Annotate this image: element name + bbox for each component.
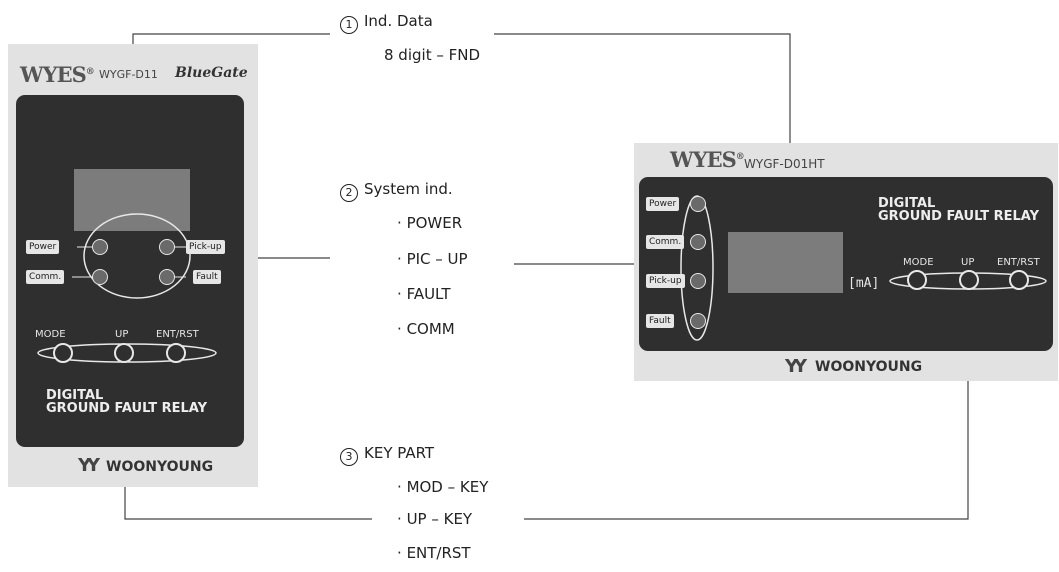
led-label-power: Power (646, 197, 680, 211)
pickup-led (690, 273, 706, 289)
wyes-logo: WYES® (670, 147, 745, 172)
key-label-ent-rst: ENT/RST (997, 257, 1040, 268)
fault-led (690, 313, 706, 329)
fault-led (159, 269, 175, 285)
comm-led (690, 234, 706, 250)
woonyoung-logo-icon: YY (78, 455, 100, 476)
panel-title-line2: GROUND FAULT RELAY (46, 401, 208, 416)
brand-name: BlueGate (175, 65, 248, 81)
annotation-key-item-mode: · MOD – KEY (397, 478, 489, 496)
device-model: WYGF-D11 (99, 68, 158, 81)
annotation-ind-data-item: 8 digit – FND (384, 46, 481, 64)
annotation-number: 2 (340, 184, 358, 202)
annotation-system-ind: 2 System ind. (340, 180, 453, 202)
comm-led (92, 269, 108, 285)
annotation-system-item-power: · POWER (397, 214, 463, 232)
key-label-mode: MODE (903, 257, 934, 268)
annotation-system-item-comm: · COMM (397, 320, 455, 338)
key-label-up: UP (961, 257, 975, 268)
annotation-key-item-ent-rst: · ENT/RST (397, 544, 471, 562)
fnd-display (74, 169, 190, 231)
annotation-key-item-up: · UP – KEY (397, 510, 473, 528)
led-label-comm: Comm. (646, 235, 685, 249)
mode-key[interactable] (907, 270, 927, 290)
power-led (92, 239, 108, 255)
key-label-mode: MODE (35, 329, 66, 340)
device-horizontal-relay: WYES® WYGF-D01HT Power Comm. Pick-up Fau… (634, 143, 1058, 381)
wyes-logo: WYES® (20, 62, 95, 87)
front-panel: Power Comm. Pick-up Fault MODE UP ENT/RS… (16, 95, 244, 447)
led-label-fault: Fault (646, 314, 674, 328)
annotation-system-item-pickup: · PIC – UP (397, 250, 468, 268)
led-label-power: Power (26, 240, 60, 254)
annotation-key-part: 3 KEY PART (340, 444, 434, 466)
annotation-number: 3 (340, 448, 358, 466)
up-key[interactable] (114, 343, 134, 363)
device-model: WYGF-D01HT (744, 157, 825, 171)
front-panel: Power Comm. Pick-up Fault [mA] DIGITAL G… (639, 177, 1053, 351)
pickup-led (159, 239, 175, 255)
woonyoung-logo-icon: YY (785, 356, 807, 377)
panel-title-line1: DIGITAL (46, 388, 104, 403)
key-label-up: UP (115, 329, 129, 340)
up-key[interactable] (959, 270, 979, 290)
annotation-title: Ind. Data (364, 12, 433, 30)
ent-rst-key[interactable] (1009, 270, 1029, 290)
device-vertical-relay: WYES® WYGF-D11 BlueGate Power Comm. Pick… (8, 44, 258, 487)
led-label-pickup: Pick-up (186, 240, 225, 254)
mode-key[interactable] (53, 343, 73, 363)
power-led (690, 196, 706, 212)
panel-title-line1: DIGITAL (878, 196, 936, 211)
annotation-ind-data: 1 Ind. Data (340, 12, 433, 34)
unit-label: [mA] (848, 276, 880, 291)
led-group-outline (83, 213, 191, 299)
fnd-display (728, 232, 843, 293)
maker-name: WOONYOUNG (106, 459, 214, 475)
panel-title-line2: GROUND FAULT RELAY (878, 209, 1040, 224)
annotation-title: System ind. (364, 180, 453, 198)
ent-rst-key[interactable] (166, 343, 186, 363)
annotation-number: 1 (340, 16, 358, 34)
key-label-ent-rst: ENT/RST (156, 329, 199, 340)
led-label-comm: Comm. (26, 270, 65, 284)
led-label-pickup: Pick-up (646, 274, 685, 288)
annotation-title: KEY PART (364, 444, 435, 462)
led-label-fault: Fault (193, 270, 221, 284)
maker-name: WOONYOUNG (815, 359, 923, 375)
annotation-system-item-fault: · FAULT (397, 285, 451, 303)
